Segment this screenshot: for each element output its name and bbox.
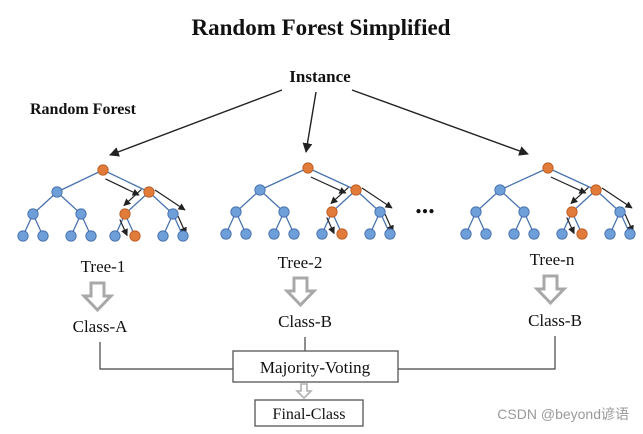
decision-path-arrow <box>566 217 575 235</box>
tree-label-2: Tree-2 <box>278 253 323 272</box>
tree-node-active <box>566 206 578 218</box>
tree-node <box>494 184 506 196</box>
tree-edge <box>56 169 104 193</box>
random-forest-label: Random Forest <box>30 101 137 118</box>
instance-arrow-tree-2 <box>302 91 317 153</box>
tree-node <box>27 208 39 220</box>
tree-node-active <box>119 208 131 220</box>
tree-node <box>157 230 169 242</box>
majority-voting-label: Majority-Voting <box>260 358 371 377</box>
tree-label-n: Tree-n <box>530 250 575 269</box>
decision-path-arrow <box>550 176 587 194</box>
tree-node-active <box>326 206 338 218</box>
instance-label: Instance <box>289 67 351 86</box>
decision-path-arrow <box>361 187 393 209</box>
tree-node <box>17 230 29 242</box>
decision-path-arrow <box>123 189 142 207</box>
tree-node <box>85 230 97 242</box>
tree-node-active <box>302 162 314 174</box>
tree-node-active <box>576 228 588 240</box>
watermark-text: CSDN @beyond谚语 <box>497 406 629 422</box>
tree-node <box>75 208 87 220</box>
hollow-arrow-final <box>295 383 313 400</box>
tree-node <box>556 228 568 240</box>
tree-node <box>460 228 472 240</box>
ellipsis: ... <box>415 190 435 219</box>
tree-node-active <box>143 186 155 198</box>
tree-node <box>109 230 121 242</box>
tree-node <box>288 228 300 240</box>
decision-path-arrow <box>154 189 186 211</box>
tree-node <box>316 228 328 240</box>
class-label-tree-2: Class-B <box>278 312 332 331</box>
connector-class-n <box>398 336 556 370</box>
tree-node <box>167 208 179 220</box>
tree-node <box>364 228 376 240</box>
tree-edge <box>102 169 150 193</box>
decision-path-arrow <box>310 176 347 194</box>
tree-label-1: Tree-1 <box>81 257 126 276</box>
hollow-arrow-tree-1 <box>80 281 115 313</box>
tree-node <box>65 230 77 242</box>
tree-node <box>470 206 482 218</box>
tree-node <box>614 206 626 218</box>
tree-node <box>374 206 386 218</box>
final-class-label: Final-Class <box>273 406 346 423</box>
tree-edge <box>259 167 309 191</box>
instance-arrow-tree-1 <box>109 89 283 157</box>
tree-node <box>230 206 242 218</box>
decision-path-arrow <box>105 178 140 196</box>
decision-tree-n <box>460 162 636 240</box>
decision-path-arrow <box>570 187 589 205</box>
tree-edge <box>499 167 549 191</box>
tree-node <box>278 206 290 218</box>
tree-node <box>51 186 63 198</box>
tree-node-active <box>542 162 554 174</box>
tree-node <box>177 230 189 242</box>
diagram-title: Random Forest Simplified <box>192 15 451 40</box>
class-label-tree-1: Class-A <box>73 317 129 336</box>
connector-class-a <box>99 342 233 370</box>
tree-node <box>268 228 280 240</box>
decision-tree-1 <box>17 164 189 242</box>
trees-layer <box>17 162 636 242</box>
tree-node <box>518 206 530 218</box>
tree-node <box>37 230 49 242</box>
tree-node-active <box>590 184 602 196</box>
hollow-arrow-tree-n <box>533 274 568 306</box>
tree-node-active <box>97 164 109 176</box>
tree-edge <box>547 167 597 191</box>
decision-path-arrow <box>330 187 349 205</box>
decision-path-arrow <box>326 217 335 235</box>
tree-node <box>254 184 266 196</box>
tree-node <box>528 228 540 240</box>
hollow-arrow-tree-2 <box>283 276 318 308</box>
tree-node <box>480 228 492 240</box>
decision-path-arrow <box>601 187 633 209</box>
decision-tree-2 <box>220 162 396 240</box>
tree-node-active <box>129 230 141 242</box>
majority-voting-box <box>232 350 399 383</box>
class-label-tree-n: Class-B <box>528 311 582 330</box>
tree-node-active <box>350 184 362 196</box>
tree-node <box>220 228 232 240</box>
tree-node <box>240 228 252 240</box>
tree-node <box>624 228 636 240</box>
tree-node-active <box>336 228 348 240</box>
decision-path-arrow <box>119 219 128 237</box>
tree-node <box>508 228 520 240</box>
tree-node <box>604 228 616 240</box>
tree-edge <box>307 167 357 191</box>
final-class-box <box>254 399 364 427</box>
instance-arrow-tree-n <box>351 89 529 156</box>
tree-node <box>384 228 396 240</box>
